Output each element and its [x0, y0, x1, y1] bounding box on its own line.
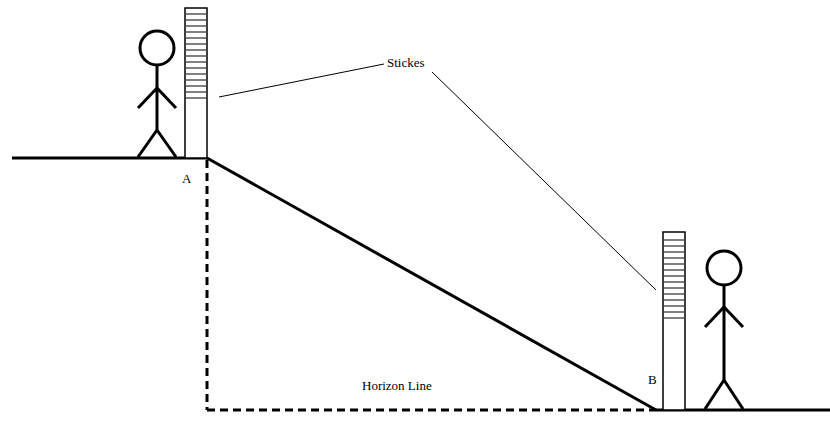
stick-mark	[664, 282, 684, 283]
stick-mark	[664, 246, 684, 247]
stick-mark	[186, 98, 206, 99]
stick-mark	[186, 32, 206, 33]
point-label: B	[648, 373, 657, 386]
horizon-dashed-line	[207, 409, 656, 412]
stick-mark	[664, 288, 684, 289]
stick-mark	[186, 62, 206, 63]
stick-callout: Stickes	[387, 56, 425, 69]
stick-marks	[664, 240, 684, 318]
stick-mark	[664, 270, 684, 271]
stick-mark	[186, 74, 206, 75]
stick-mark	[186, 50, 206, 51]
stick-marks	[186, 14, 206, 98]
stick-mark	[664, 306, 684, 307]
stick-mark	[186, 14, 206, 15]
stick-mark	[664, 312, 684, 313]
stick-mark	[664, 240, 684, 241]
stick-person	[138, 31, 176, 157]
stick-mark	[186, 86, 206, 87]
leader-line	[432, 72, 656, 290]
measuring-stick	[185, 8, 207, 158]
stick-mark	[664, 264, 684, 265]
stick-mark	[186, 80, 206, 81]
stick-mark	[186, 92, 206, 93]
slope-line	[207, 158, 656, 410]
leader-line	[219, 64, 384, 97]
measuring-stick	[663, 232, 685, 410]
stick-mark	[664, 276, 684, 277]
stick-person	[705, 251, 743, 409]
stick-mark	[186, 56, 206, 57]
stick-mark	[186, 68, 206, 69]
stick-mark	[186, 26, 206, 27]
stick-mark	[664, 318, 684, 319]
stick-mark	[664, 300, 684, 301]
point-label: A	[182, 172, 191, 185]
upper-ground	[12, 157, 207, 160]
vertical-dashed-line	[206, 160, 209, 410]
stick-mark	[186, 20, 206, 21]
stick-mark	[664, 258, 684, 259]
stick-mark	[186, 44, 206, 45]
stick-mark	[186, 38, 206, 39]
stick-mark	[664, 252, 684, 253]
axis-label: Horizon Line	[362, 379, 432, 392]
stick-mark	[664, 294, 684, 295]
